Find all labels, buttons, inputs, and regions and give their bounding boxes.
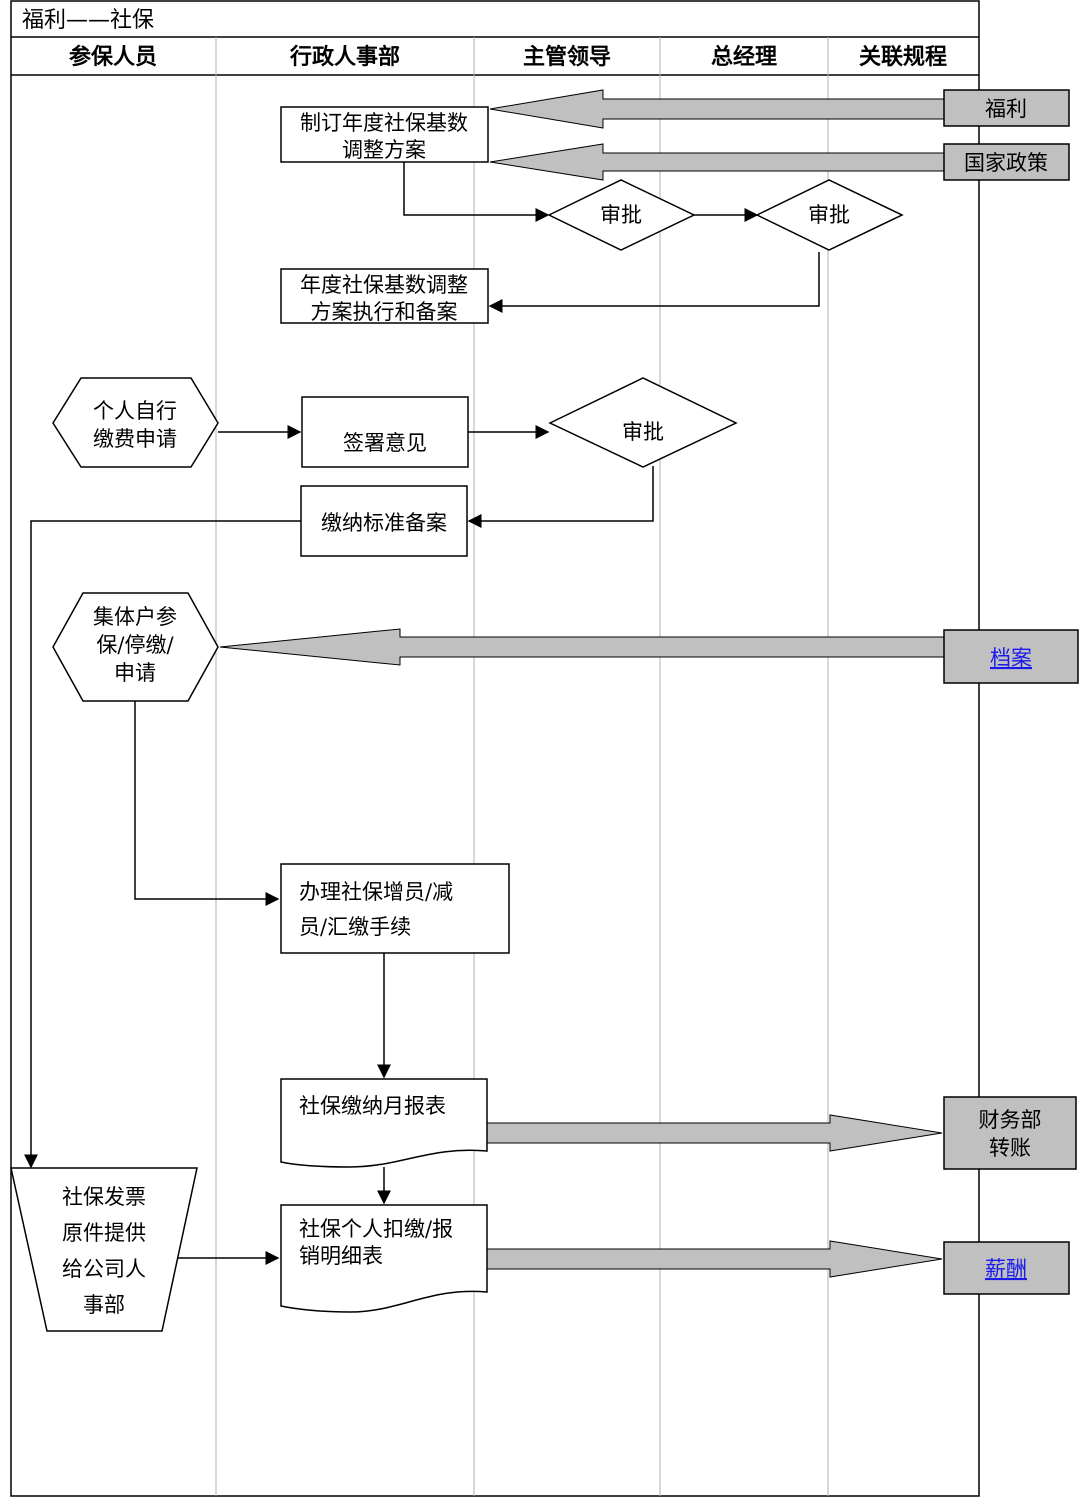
record-label: 缴纳标准备案 (321, 511, 447, 535)
detail-statement-label: 社保个人扣缴/报 (299, 1217, 453, 1241)
ref-welfare-label: 福利 (985, 97, 1027, 121)
approve-label: 审批 (622, 420, 664, 444)
invoice-label: 社保发票 (62, 1185, 146, 1209)
invoice-label: 给公司人 (62, 1257, 146, 1281)
ref-welfare (943, 89, 1070, 127)
connector (488, 252, 820, 313)
ref-policy-label: 国家政策 (964, 151, 1048, 175)
approve-label: 审批 (808, 203, 850, 227)
approve-decision (547, 179, 696, 251)
fat-arrow-policy (489, 143, 945, 181)
execute-box (280, 268, 489, 324)
ref-archive[interactable] (943, 629, 1079, 684)
invoice-label: 原件提供 (62, 1221, 146, 1245)
fat-arrow-salary (486, 1240, 943, 1278)
fat-arrow-finance (486, 1114, 943, 1152)
approve-decision (548, 377, 738, 468)
ref-finance-label: 转账 (989, 1136, 1031, 1160)
self-apply-label: 个人自行 (93, 399, 177, 423)
invoice-manual-operation (10, 1167, 198, 1332)
lane-header-supervisor: 主管领导 (523, 44, 611, 70)
group-apply-label: 申请 (114, 661, 156, 685)
lane-header-gm: 总经理 (711, 44, 777, 70)
connector (403, 162, 550, 222)
sign-label: 签署意见 (343, 431, 427, 455)
connector (134, 701, 280, 906)
lane-header-insured: 参保人员 (69, 44, 157, 70)
detail-statement-document (280, 1204, 488, 1313)
ref-salary-link[interactable]: 薪酬 (985, 1257, 1027, 1281)
sign-box (301, 396, 469, 468)
ref-salary[interactable] (943, 1241, 1070, 1295)
plan-box (280, 106, 489, 163)
monthly-report-label: 社保缴纳月报表 (299, 1094, 446, 1118)
fat-arrow-archive (219, 628, 945, 666)
execute-label: 年度社保基数调整 (300, 273, 468, 297)
process-box (280, 863, 510, 954)
process-label: 办理社保增员/减 (299, 880, 453, 904)
detail-statement-label: 销明细表 (299, 1244, 383, 1268)
plan-label: 制订年度社保基数 (300, 111, 468, 135)
approve-decision (755, 179, 904, 251)
fat-arrow-welfare (489, 89, 945, 129)
group-apply-label: 保/停缴/ (96, 633, 174, 657)
self-apply-label: 缴费申请 (93, 427, 177, 451)
process-label: 员/汇缴手续 (299, 915, 411, 939)
group-apply-label: 集体户参 (93, 605, 177, 629)
record-box (300, 485, 468, 557)
self-apply-hexagon (52, 377, 219, 468)
ref-finance-label: 财务部 (979, 1108, 1042, 1132)
lane-header-related: 关联规程 (859, 45, 947, 70)
approve-label: 审批 (600, 203, 642, 227)
monthly-report-document (280, 1078, 488, 1168)
ref-archive-link[interactable]: 档案 (990, 646, 1032, 670)
diagram-title: 福利——社保 (22, 8, 154, 33)
connector (467, 466, 654, 528)
ref-finance (943, 1096, 1077, 1170)
execute-label: 方案执行和备案 (311, 300, 458, 324)
lane-header-hr: 行政人事部 (289, 44, 400, 70)
invoice-label: 事部 (83, 1293, 125, 1317)
group-apply-hexagon (52, 592, 219, 702)
ref-policy (943, 143, 1070, 181)
plan-label: 调整方案 (342, 138, 426, 162)
connector (24, 520, 301, 1169)
